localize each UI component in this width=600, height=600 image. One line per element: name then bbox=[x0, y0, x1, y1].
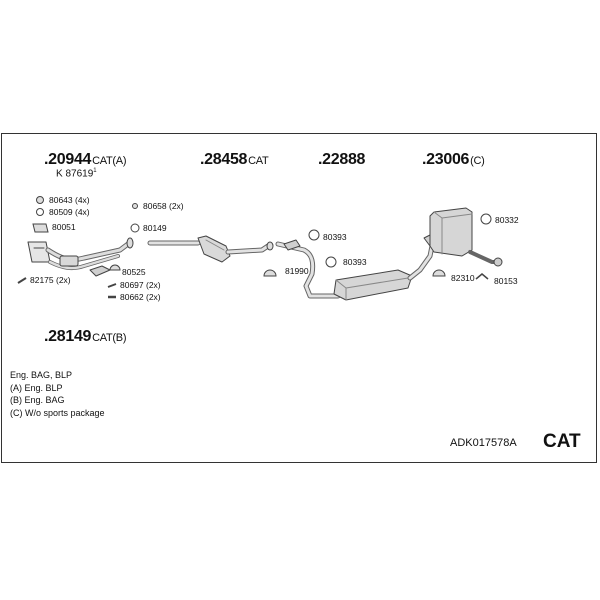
part-label-80662: 80662 (2x) bbox=[120, 292, 161, 302]
bolt-icon bbox=[17, 277, 27, 284]
clamp-icon bbox=[432, 269, 446, 277]
intermediate-pipe-drawing bbox=[275, 239, 341, 299]
front-pipe-drawing bbox=[27, 237, 134, 277]
part-label-80658: 80658 (2x) bbox=[143, 201, 184, 211]
kit-part-28458: .28458CAT bbox=[200, 151, 269, 168]
clamp-icon bbox=[109, 264, 121, 271]
part-label-80697: 80697 (2x) bbox=[120, 280, 161, 290]
hanger-icon bbox=[480, 213, 492, 225]
part-label-80051: 80051 bbox=[52, 222, 76, 232]
note-line: (C) W/o sports package bbox=[10, 407, 105, 418]
rear-silencer-drawing bbox=[423, 207, 503, 267]
kit-part-20944: .20944CAT(A) bbox=[44, 151, 127, 168]
part-label-80393-b: 80393 bbox=[343, 257, 367, 267]
kit-part-23006: .23006(C) bbox=[422, 151, 485, 168]
clamp-icon bbox=[263, 269, 277, 277]
washer-icon bbox=[36, 208, 44, 216]
part-label-80509: 80509 (4x) bbox=[49, 207, 90, 217]
nut-icon bbox=[132, 203, 138, 209]
hook-icon bbox=[475, 273, 489, 280]
part-label-80393-a: 80393 bbox=[323, 232, 347, 242]
note-line: (A) Eng. BLP bbox=[10, 382, 63, 393]
nut-icon bbox=[36, 196, 44, 204]
kit-code: ADK017578A bbox=[450, 437, 517, 449]
catalyst-drawing bbox=[147, 235, 274, 263]
part-label-80332: 80332 bbox=[495, 215, 519, 225]
bolt-icon bbox=[107, 283, 117, 288]
part-label-80153: 80153 bbox=[494, 276, 518, 286]
diagram-frame bbox=[1, 133, 597, 463]
part-label-80643: 80643 (4x) bbox=[49, 195, 90, 205]
hanger-icon bbox=[325, 256, 337, 268]
part-label-82175: 82175 (2x) bbox=[30, 275, 71, 285]
hanger-icon bbox=[130, 223, 140, 233]
kit-part-22888: .22888 bbox=[318, 151, 366, 168]
hanger-icon bbox=[308, 229, 320, 241]
kit-marker: K 876191 bbox=[56, 168, 97, 180]
part-label-80149: 80149 bbox=[143, 223, 167, 233]
part-label-81990: 81990 bbox=[285, 266, 309, 276]
note-line: (B) Eng. BAG bbox=[10, 395, 65, 405]
part-label-80525: 80525 bbox=[122, 267, 146, 277]
note-line: Eng. BAG, BLP bbox=[10, 370, 73, 380]
kit-part-28149: .28149CAT(B) bbox=[44, 328, 127, 345]
part-label-82310: 82310 bbox=[451, 273, 475, 283]
gasket-icon bbox=[32, 223, 49, 233]
type-label: CAT bbox=[543, 431, 581, 452]
centre-silencer-drawing bbox=[333, 243, 435, 301]
notes: Eng. BAG, BLP (A) Eng. BLP (B) Eng. BAG … bbox=[10, 369, 105, 419]
